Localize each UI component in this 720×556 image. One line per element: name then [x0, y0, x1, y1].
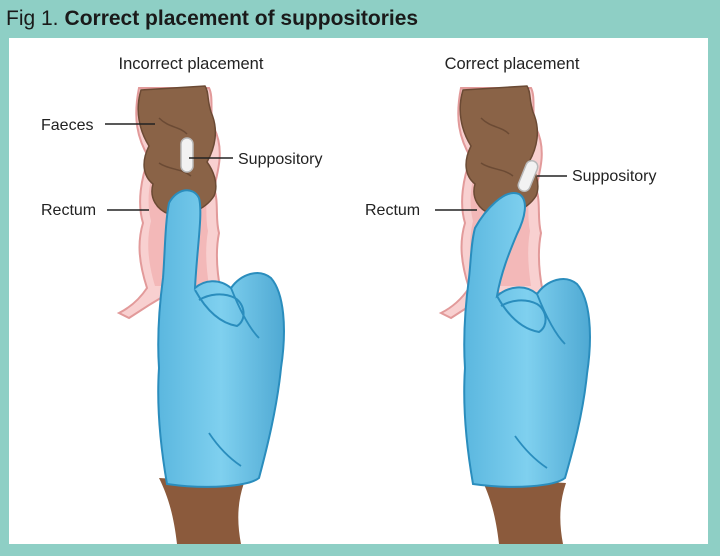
faeces-label: Faeces — [41, 117, 93, 134]
rectum-label: Rectum — [365, 202, 420, 219]
incorrect-caption: Incorrect placement — [119, 55, 264, 73]
rectum-label: Rectum — [41, 202, 96, 219]
forearm — [481, 478, 566, 544]
figure-title: Correct placement of suppositories — [64, 7, 419, 30]
correct-caption: Correct placement — [445, 55, 580, 73]
gloved-hand — [157, 189, 285, 488]
figure-header: Fig 1. Correct placement of suppositorie… — [0, 0, 720, 38]
diagram-panel: Incorrect placement Faeces S — [9, 38, 708, 544]
suppository — [180, 137, 194, 173]
finger-crease — [536, 293, 566, 345]
faeces-texture — [480, 162, 514, 177]
finger-curl — [194, 289, 245, 328]
correct-placement-illustration: Correct placement Suppository Rectum — [365, 55, 657, 544]
diagram-canvas: Incorrect placement Faeces S — [41, 55, 657, 544]
forearm — [159, 478, 244, 544]
glove-crease — [208, 432, 242, 467]
gloved-hand — [463, 192, 591, 488]
finger-crease — [230, 287, 260, 339]
faeces-texture — [158, 117, 188, 135]
finger-curl — [496, 295, 547, 334]
incorrect-placement-illustration: Incorrect placement Faeces S — [41, 55, 323, 544]
suppository-label: Suppository — [238, 151, 323, 168]
suppository-label: Suppository — [572, 168, 657, 185]
faeces-texture — [158, 162, 192, 177]
figure-number: Fig 1. — [6, 7, 59, 30]
faeces-texture — [480, 117, 510, 135]
glove-crease — [514, 435, 548, 469]
suppository — [517, 159, 539, 193]
